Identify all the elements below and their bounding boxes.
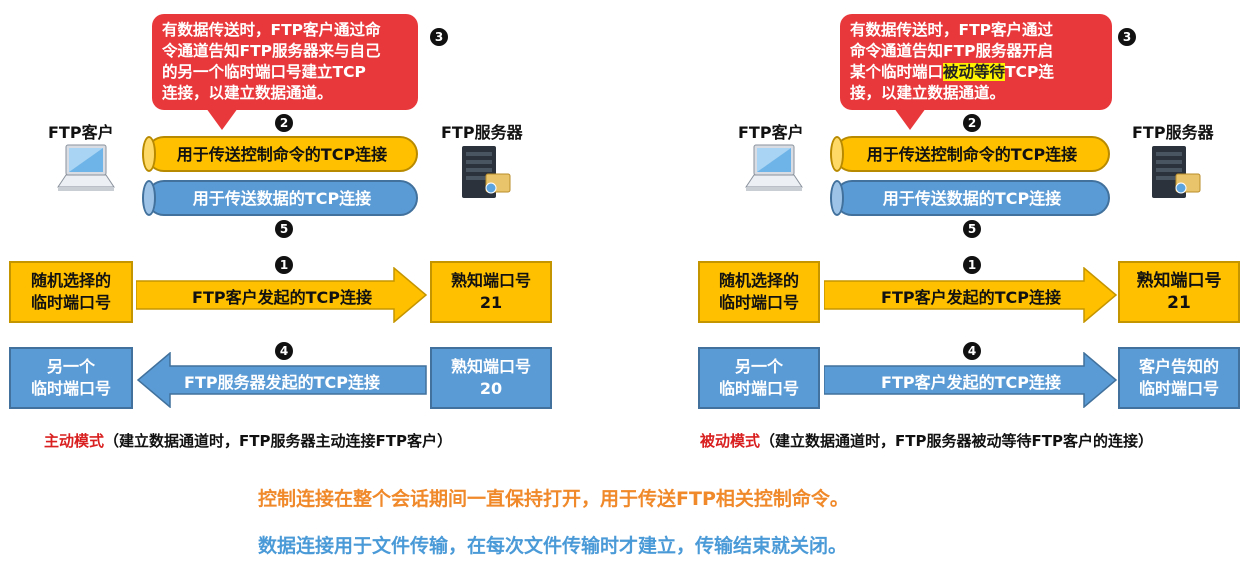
server-label: FTP服务器 bbox=[1132, 123, 1214, 142]
random-port-box: 随机选择的 临时端口号 bbox=[9, 261, 133, 323]
passive-wait-highlight: 被动等待 bbox=[943, 63, 1006, 81]
other-port-box: 另一个 临时端口号 bbox=[9, 347, 133, 409]
step-3-badge: 3 bbox=[430, 28, 448, 46]
step-3-badge: 3 bbox=[1118, 28, 1136, 46]
control-connection-pipe: 用于传送控制命令的TCP连接 bbox=[830, 136, 1110, 172]
client-initiated-arrow: FTP客户发起的TCP连接 bbox=[136, 267, 428, 323]
active-mode-caption: 主动模式（建立数据通道时，FTP服务器主动连接FTP客户） bbox=[44, 432, 452, 450]
known-port-20-box: 熟知端口号 20 bbox=[430, 347, 552, 409]
step-4-badge: 4 bbox=[275, 342, 293, 360]
server-label: FTP服务器 bbox=[441, 123, 523, 142]
client-label: FTP客户 bbox=[48, 123, 114, 142]
known-port-21-box: 熟知端口号 21 bbox=[430, 261, 552, 323]
bubble-tail bbox=[206, 108, 238, 130]
step-1-badge: 1 bbox=[963, 256, 981, 274]
step-4-badge: 4 bbox=[963, 342, 981, 360]
step-1-badge: 1 bbox=[275, 256, 293, 274]
step-2-badge: 2 bbox=[275, 114, 293, 132]
laptop-icon bbox=[740, 143, 806, 201]
laptop-icon bbox=[52, 143, 118, 201]
data-connection-note: 数据连接用于文件传输，在每次文件传输时才建立，传输结束就关闭。 bbox=[258, 535, 848, 557]
step-5-badge: 5 bbox=[275, 220, 293, 238]
server-icon bbox=[1148, 144, 1204, 206]
client-label: FTP客户 bbox=[738, 123, 804, 142]
step-2-badge: 2 bbox=[963, 114, 981, 132]
passive-mode-caption: 被动模式（建立数据通道时，FTP服务器被动等待FTP客户的连接） bbox=[700, 432, 1153, 450]
control-connection-note: 控制连接在整个会话期间一直保持打开，用于传送FTP相关控制命令。 bbox=[258, 488, 849, 510]
step-5-badge: 5 bbox=[963, 220, 981, 238]
server-initiated-arrow: FTP服务器发起的TCP连接 bbox=[136, 352, 428, 408]
bubble-tail bbox=[894, 108, 926, 130]
random-port-box: 随机选择的 临时端口号 bbox=[698, 261, 820, 323]
client-told-port-box: 客户告知的 临时端口号 bbox=[1118, 347, 1240, 409]
control-connection-pipe: 用于传送控制命令的TCP连接 bbox=[142, 136, 418, 172]
other-port-box: 另一个 临时端口号 bbox=[698, 347, 820, 409]
client-initiated-data-arrow: FTP客户发起的TCP连接 bbox=[824, 352, 1118, 408]
data-connection-pipe: 用于传送数据的TCP连接 bbox=[142, 180, 418, 216]
data-connection-pipe: 用于传送数据的TCP连接 bbox=[830, 180, 1110, 216]
server-icon bbox=[458, 144, 514, 206]
passive-explanation-bubble: 有数据传送时，FTP客户通过 命令通道告知FTP服务器开启 某个临时端口被动等待… bbox=[840, 14, 1112, 110]
client-initiated-control-arrow: FTP客户发起的TCP连接 bbox=[824, 267, 1118, 323]
known-port-21-box: 熟知端口号 21 bbox=[1118, 261, 1240, 323]
active-explanation-bubble: 有数据传送时，FTP客户通过命 令通道告知FTP服务器来与自己 的另一个临时端口… bbox=[152, 14, 418, 110]
